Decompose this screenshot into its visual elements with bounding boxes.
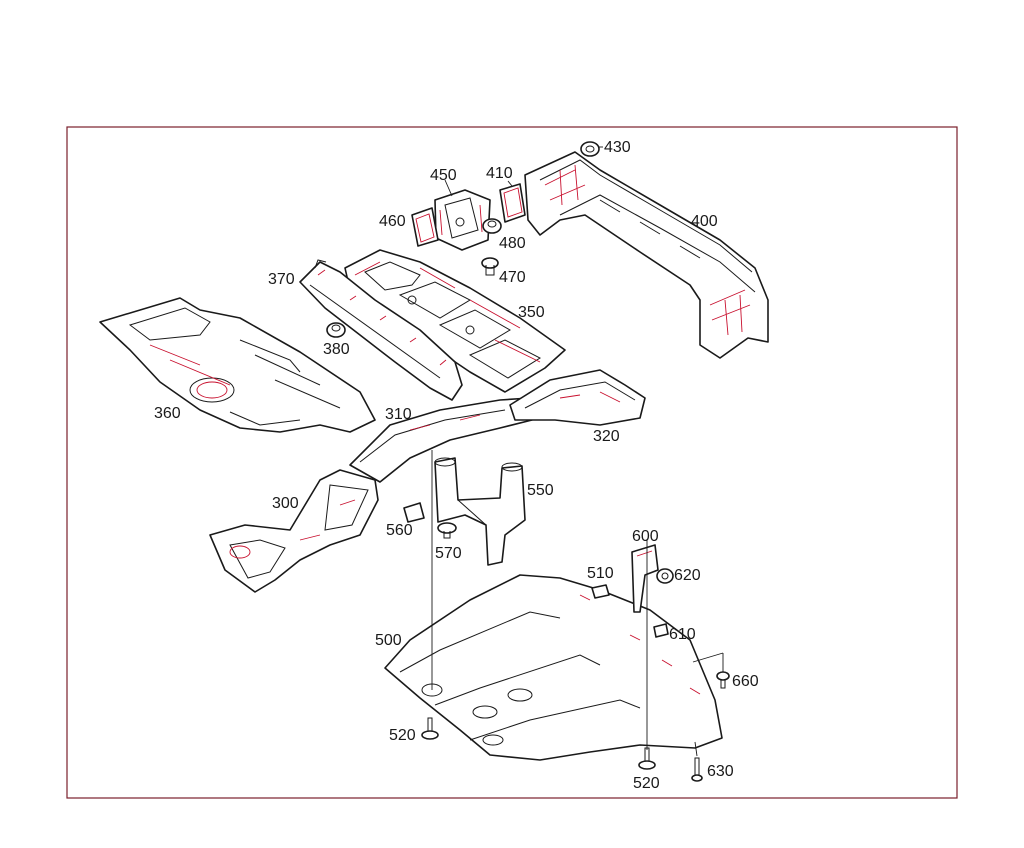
callout-550[interactable]: 550 bbox=[527, 482, 554, 499]
callout-360[interactable]: 360 bbox=[154, 405, 181, 422]
callout-320[interactable]: 320 bbox=[593, 428, 620, 445]
part-460-gasket[interactable] bbox=[411, 207, 439, 247]
callout-620[interactable]: 620 bbox=[674, 567, 701, 584]
callout-510[interactable]: 510 bbox=[587, 565, 614, 582]
part-550-mount-bracket[interactable] bbox=[434, 457, 526, 566]
callout-560[interactable]: 560 bbox=[386, 522, 413, 539]
callout-570[interactable]: 570 bbox=[435, 545, 462, 562]
part-560-clip[interactable] bbox=[403, 502, 425, 523]
callout-610[interactable]: 610 bbox=[669, 626, 696, 643]
callout-600[interactable]: 600 bbox=[632, 528, 659, 545]
part-400-bumper-carrier[interactable] bbox=[524, 151, 769, 359]
part-300-front-section[interactable] bbox=[209, 469, 379, 593]
callout-460[interactable]: 460 bbox=[379, 213, 406, 230]
callout-labels: 430 450 410 400 460 480 470 370 350 380 … bbox=[154, 139, 759, 792]
callout-400[interactable]: 400 bbox=[691, 213, 718, 230]
callout-660[interactable]: 660 bbox=[732, 673, 759, 690]
part-510-clip[interactable] bbox=[591, 584, 610, 599]
callout-480[interactable]: 480 bbox=[499, 235, 526, 252]
part-610-clip[interactable] bbox=[653, 623, 669, 638]
part-500-underbody-panel[interactable] bbox=[384, 574, 723, 761]
part-520-screw-left[interactable] bbox=[421, 717, 439, 740]
leader-lines bbox=[431, 146, 724, 757]
callout-430[interactable]: 430 bbox=[604, 139, 631, 156]
callout-310[interactable]: 310 bbox=[385, 406, 412, 423]
part-620-nut[interactable] bbox=[656, 568, 674, 584]
callout-500[interactable]: 500 bbox=[375, 632, 402, 649]
callout-470[interactable]: 470 bbox=[499, 269, 526, 286]
part-630-screw[interactable] bbox=[691, 757, 703, 782]
callout-350[interactable]: 350 bbox=[518, 304, 545, 321]
callout-380[interactable]: 380 bbox=[323, 341, 350, 358]
part-570-screw[interactable] bbox=[437, 522, 457, 539]
part-450-bracket[interactable] bbox=[434, 189, 491, 251]
part-600-strut[interactable] bbox=[631, 544, 659, 613]
part-370-cross-member[interactable] bbox=[299, 259, 463, 401]
callout-300[interactable]: 300 bbox=[272, 495, 299, 512]
callout-450[interactable]: 450 bbox=[430, 167, 457, 184]
part-520-screw-right[interactable] bbox=[638, 747, 656, 770]
part-410-pad[interactable] bbox=[499, 183, 526, 223]
part-660-screw[interactable] bbox=[716, 671, 730, 689]
part-430-nut[interactable] bbox=[580, 141, 600, 157]
callout-370[interactable]: 370 bbox=[268, 271, 295, 288]
callout-520-right[interactable]: 520 bbox=[633, 775, 660, 792]
diagram-frame bbox=[66, 126, 958, 799]
callout-410[interactable]: 410 bbox=[486, 165, 513, 182]
part-320-side-member[interactable] bbox=[509, 369, 646, 426]
callout-630[interactable]: 630 bbox=[707, 763, 734, 780]
part-480-grommet[interactable] bbox=[482, 218, 502, 234]
part-470-bolt[interactable] bbox=[481, 257, 499, 276]
part-360-luggage-floor[interactable] bbox=[99, 297, 376, 433]
callout-520-left[interactable]: 520 bbox=[389, 727, 416, 744]
part-380-grommet[interactable] bbox=[326, 322, 346, 338]
